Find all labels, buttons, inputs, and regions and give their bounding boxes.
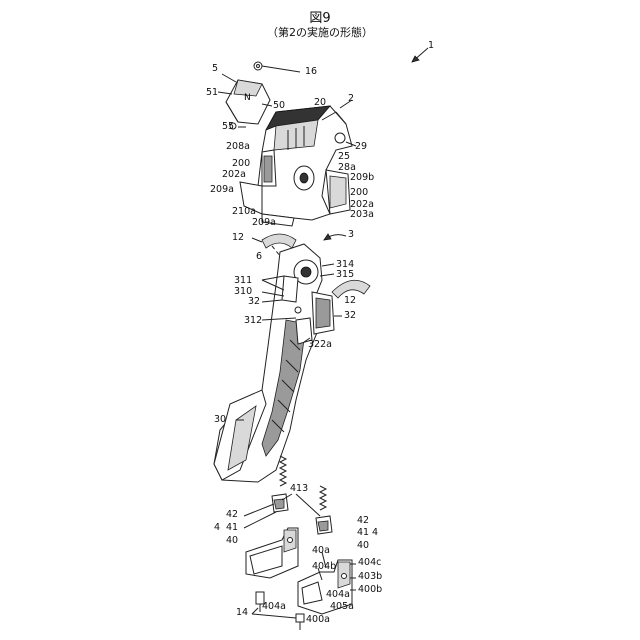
label-32-left: 32 (248, 297, 260, 307)
label-12-lower: 12 (344, 296, 356, 306)
label-311: 311 (234, 276, 252, 286)
leader-315 (320, 274, 334, 276)
label-55: 55 (222, 122, 234, 132)
label-25: 25 (338, 152, 350, 162)
label-209a-left: 209a (210, 185, 234, 195)
label-16: 16 (305, 67, 317, 77)
label-5: 5 (212, 64, 218, 74)
label-6: 6 (256, 252, 262, 262)
label-4-left: 4 (214, 523, 220, 533)
leader-314 (322, 264, 334, 266)
label-209a-bottom: 209a (252, 218, 276, 228)
label-200-upper: 200 (232, 159, 250, 169)
pointer-3 (324, 234, 346, 240)
label-41-right: 41 (357, 528, 369, 538)
spring-left (280, 456, 286, 486)
label-202a-left: 202a (222, 170, 246, 180)
label-40a: 40a (312, 546, 330, 556)
label-51: 51 (206, 88, 218, 98)
assembly-pointer-1 (412, 48, 428, 62)
label-315: 315 (336, 270, 354, 280)
label-30: 30 (214, 415, 226, 425)
bearing-12-left (252, 234, 296, 248)
label-413: 413 (290, 484, 308, 494)
label-3: 3 (348, 230, 354, 240)
slider-block-left (272, 494, 288, 512)
label-40-right: 40 (357, 541, 369, 551)
label-208a: 208a (226, 142, 250, 152)
leader-41-left (244, 504, 276, 528)
label-312: 312 (244, 316, 262, 326)
label-20: 20 (314, 98, 326, 108)
leader-51 (218, 92, 232, 94)
label-14: 14 (236, 608, 248, 618)
label-404a-left: 404a (262, 602, 286, 612)
label-41-left: 41 (226, 523, 238, 533)
label-42-left: 42 (226, 510, 238, 520)
label-210a: 210a (232, 207, 256, 217)
label-2: 2 (348, 94, 354, 104)
label-403b: 403b (358, 572, 382, 582)
bracket-left (246, 528, 298, 578)
label-29: 29 (355, 142, 367, 152)
label-4-right: 4 (372, 528, 378, 538)
label-42-right: 42 (357, 516, 369, 526)
screw-14-right (296, 614, 304, 630)
screw-16 (254, 62, 300, 72)
label-400a: 400a (306, 615, 330, 625)
label-203a: 203a (350, 210, 374, 220)
label-40-left: 40 (226, 536, 238, 546)
label-404b: 404b (312, 562, 336, 572)
label-400b: 400b (358, 585, 382, 595)
label-405a: 405a (330, 602, 354, 612)
label-209b: 209b (350, 173, 374, 183)
label-50: 50 (273, 101, 285, 111)
label-404c: 404c (358, 558, 381, 568)
spring-right (320, 486, 326, 510)
label-200-right: 200 (350, 188, 368, 198)
label-322a: 322a (308, 340, 332, 350)
pedal-arm-3 (214, 244, 334, 482)
label-1: 1 (428, 41, 434, 51)
label-404a-right: 404a (326, 590, 350, 600)
svg-text:N: N (244, 93, 251, 103)
slider-block-right (316, 516, 332, 534)
label-32-right: 32 (344, 311, 356, 321)
label-12-upper: 12 (232, 233, 244, 243)
